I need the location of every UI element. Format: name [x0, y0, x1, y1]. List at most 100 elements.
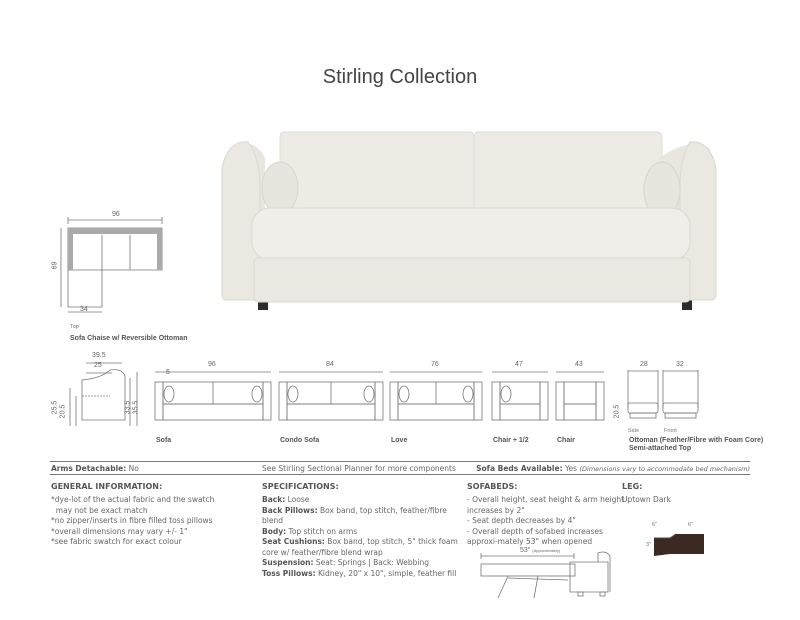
piece-width: 84: [326, 361, 334, 368]
sofabed-line: - Overall depth of sofabed increases app…: [467, 526, 603, 547]
spec-label: Back:: [262, 495, 286, 504]
spec-value: Seat: Springs | Back: Webbing: [313, 558, 429, 567]
page-title: Stirling Collection: [322, 66, 478, 88]
leg-h: 3": [646, 542, 652, 548]
piece-caption: Sofa: [156, 437, 172, 444]
chaise-chaise-width: 34: [80, 306, 88, 313]
piece-width: 76: [431, 361, 439, 368]
sofabed-diagram: [480, 551, 611, 599]
sofabed-line: - Overall height, seat height & arm heig…: [467, 495, 625, 515]
seat: [286, 403, 376, 421]
leg-swatch: [654, 533, 704, 556]
ottoman-diagram: [627, 370, 699, 419]
back: [499, 381, 541, 405]
toss-pillow: [287, 385, 299, 403]
leg-w1: 6": [652, 522, 658, 528]
sofabeds-note: (Dimensions vary to accommodate bed mech…: [579, 465, 750, 473]
planner-note: See Stirling Sectional Planner for more …: [262, 464, 456, 473]
toss-pillow: [462, 385, 474, 403]
ottoman-height-dim: 20.5: [613, 404, 621, 419]
sofabeds-available: Sofa Beds Available: Yes (Dimensions var…: [476, 464, 750, 473]
sofabed-line: - Seat depth decreases by 4": [467, 516, 576, 525]
sofabeds-value: Yes: [564, 464, 578, 473]
sofabed-dim: 53" (Approximately): [520, 547, 560, 554]
piece-caption: Condo Sofa: [280, 437, 320, 444]
sofabed-dim-note: (Approximately): [532, 548, 561, 553]
leg-info: LEG: Uptown Dark: [622, 482, 742, 506]
spec-label: Toss Pillows:: [262, 568, 316, 578]
spec-value: Box band, top stitch, feather/fibre blen…: [262, 505, 447, 526]
sofabeds-label: Sofa Beds Available:: [476, 464, 563, 473]
sofabeds-lines: - Overall height, seat height & arm heig…: [467, 495, 627, 548]
sofabed-dim-value: 53": [520, 547, 531, 554]
arm: [154, 381, 164, 421]
general-lines: *dye-lot of the actual fabric and the sw…: [51, 495, 215, 546]
arms-value: No: [128, 464, 139, 473]
specs-heading: SPECIFICATIONS:: [262, 482, 339, 491]
piece-caption: Chair + 1/2: [493, 437, 529, 444]
arm: [374, 381, 384, 421]
arm: [595, 381, 605, 421]
profile-depth: 39.5: [92, 352, 106, 359]
arm: [539, 381, 549, 421]
chaise-width: 96: [112, 211, 120, 218]
chaise-depth: 69: [51, 261, 59, 270]
ottoman-side-label: Side: [628, 428, 640, 434]
leg-heading: LEG:: [622, 482, 643, 491]
arm: [389, 381, 399, 421]
toss-pillow: [251, 385, 263, 403]
divider: [50, 461, 750, 462]
toss-pillow: [398, 385, 410, 403]
seat: [162, 403, 264, 421]
arm: [262, 381, 272, 421]
leg-w2: 6": [688, 522, 694, 528]
sofabeds-heading: SOFABEDS:: [467, 482, 518, 491]
arm: [473, 381, 483, 421]
spec-label: Seat Cushions:: [262, 537, 325, 546]
spec-label: Back Pillows:: [262, 505, 318, 515]
piece-width: 47: [515, 361, 523, 368]
chaise-top-diagram: [60, 217, 163, 313]
seat: [499, 403, 541, 421]
profile-cushion: 5: [166, 369, 170, 376]
general-info: GENERAL INFORMATION: *dye-lot of the act…: [51, 482, 251, 548]
toss-pillow: [363, 385, 375, 403]
spec-value: Loose: [285, 495, 310, 504]
chaise-caption: Sofa Chaise w/ Reversible Ottoman: [70, 335, 188, 342]
side-profile-diagram: [69, 362, 138, 426]
leg-value: Uptown Dark: [622, 495, 671, 504]
piece-caption: Love: [391, 437, 408, 444]
toss-pillow: [500, 385, 512, 403]
arms-label: Arms Detachable:: [51, 464, 127, 473]
sofabeds-info: SOFABEDS: - Overall height, seat height …: [467, 482, 627, 548]
ottoman-side-dim: 28: [640, 361, 648, 368]
spec-label: Body:: [262, 526, 287, 536]
spec-value: Box band, top stitch, 5" thick foam core…: [262, 537, 458, 557]
arm: [491, 381, 501, 421]
profile-seat-depth: 25: [94, 362, 102, 369]
toss-pillow: [163, 385, 175, 403]
piece-width: 96: [208, 361, 216, 368]
sofa-photo: [221, 131, 717, 310]
ottoman-caption: Ottoman (Feather/Fibre with Foam Core): [629, 437, 764, 444]
ottoman-front-label: Front: [664, 428, 677, 434]
pieces-diagrams: [154, 371, 605, 421]
ottoman-caption-2: Semi-attached Top: [629, 445, 692, 452]
spec-value: Top stitch on arms: [286, 526, 358, 536]
spec-value: Kidney, 20" x 10", simple, feather fill: [315, 568, 457, 578]
spec-label: Suspension:: [262, 558, 314, 567]
piece-width: 43: [575, 361, 583, 368]
chaise-view-label: Top: [70, 324, 79, 330]
arms-detachable: Arms Detachable: No: [51, 464, 139, 473]
arm: [555, 381, 565, 421]
ottoman-front-dim: 32: [676, 361, 684, 368]
divider: [50, 474, 750, 475]
seat: [563, 403, 597, 421]
back: [563, 381, 597, 405]
seat: [397, 403, 475, 421]
general-heading: GENERAL INFORMATION:: [51, 482, 163, 491]
piece-caption: Chair: [557, 437, 575, 444]
arm: [278, 381, 288, 421]
